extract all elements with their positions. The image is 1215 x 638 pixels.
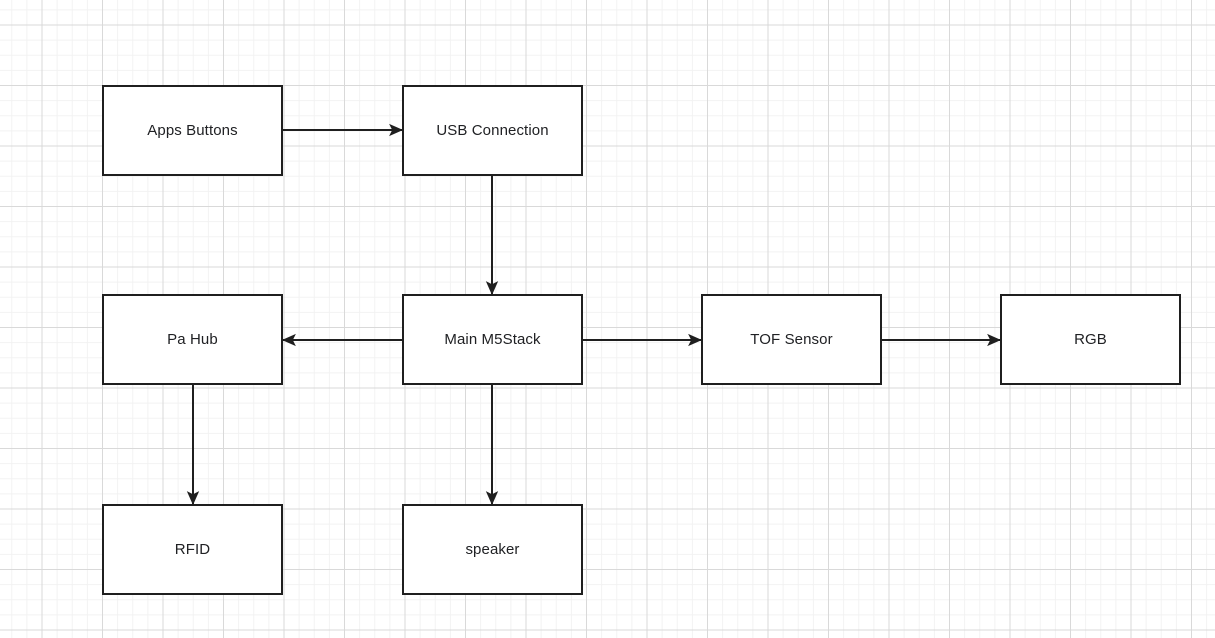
node-label-pa-hub: Pa Hub [167,330,218,348]
node-speaker[interactable]: speaker [402,504,583,595]
node-label-usb-connection: USB Connection [436,121,549,139]
node-label-main-m5stack: Main M5Stack [444,330,541,348]
node-rgb[interactable]: RGB [1000,294,1181,385]
node-pa-hub[interactable]: Pa Hub [102,294,283,385]
node-label-rgb: RGB [1074,330,1107,348]
node-label-rfid: RFID [174,540,211,558]
node-label-speaker: speaker [465,540,520,558]
node-apps-buttons[interactable]: Apps Buttons [102,85,283,176]
node-rfid[interactable]: RFID [102,504,283,595]
node-label-apps-buttons: Apps Buttons [147,121,238,139]
node-main-m5stack[interactable]: Main M5Stack [402,294,583,385]
node-label-tof-sensor: TOF Sensor [750,330,833,348]
node-tof-sensor[interactable]: TOF Sensor [701,294,882,385]
node-usb-connection[interactable]: USB Connection [402,85,583,176]
